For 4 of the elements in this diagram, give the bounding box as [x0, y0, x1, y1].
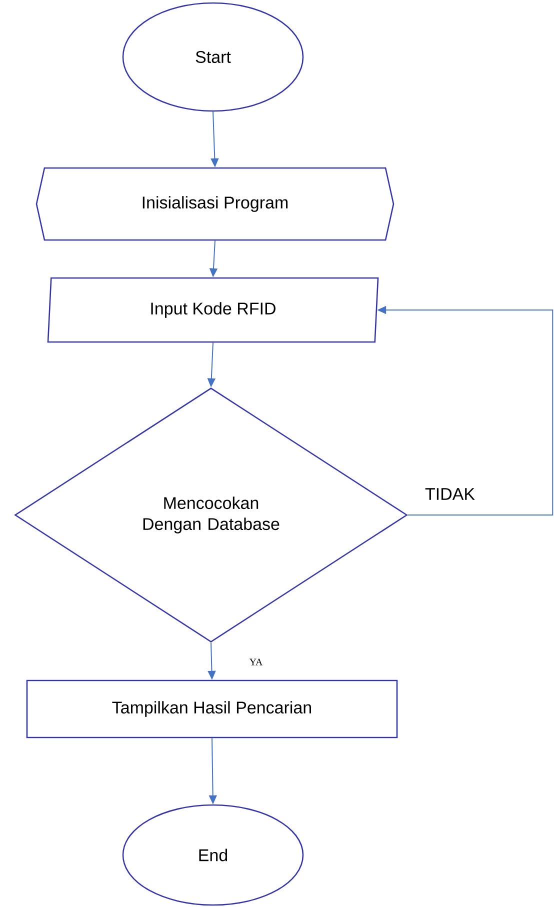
edge-label: YA	[248, 658, 264, 666]
input-parallelogram: Input Kode RFID	[47, 277, 379, 343]
edge-label: TIDAK	[424, 487, 476, 501]
process-box: Tampilkan Hasil Pencarian	[26, 680, 398, 738]
